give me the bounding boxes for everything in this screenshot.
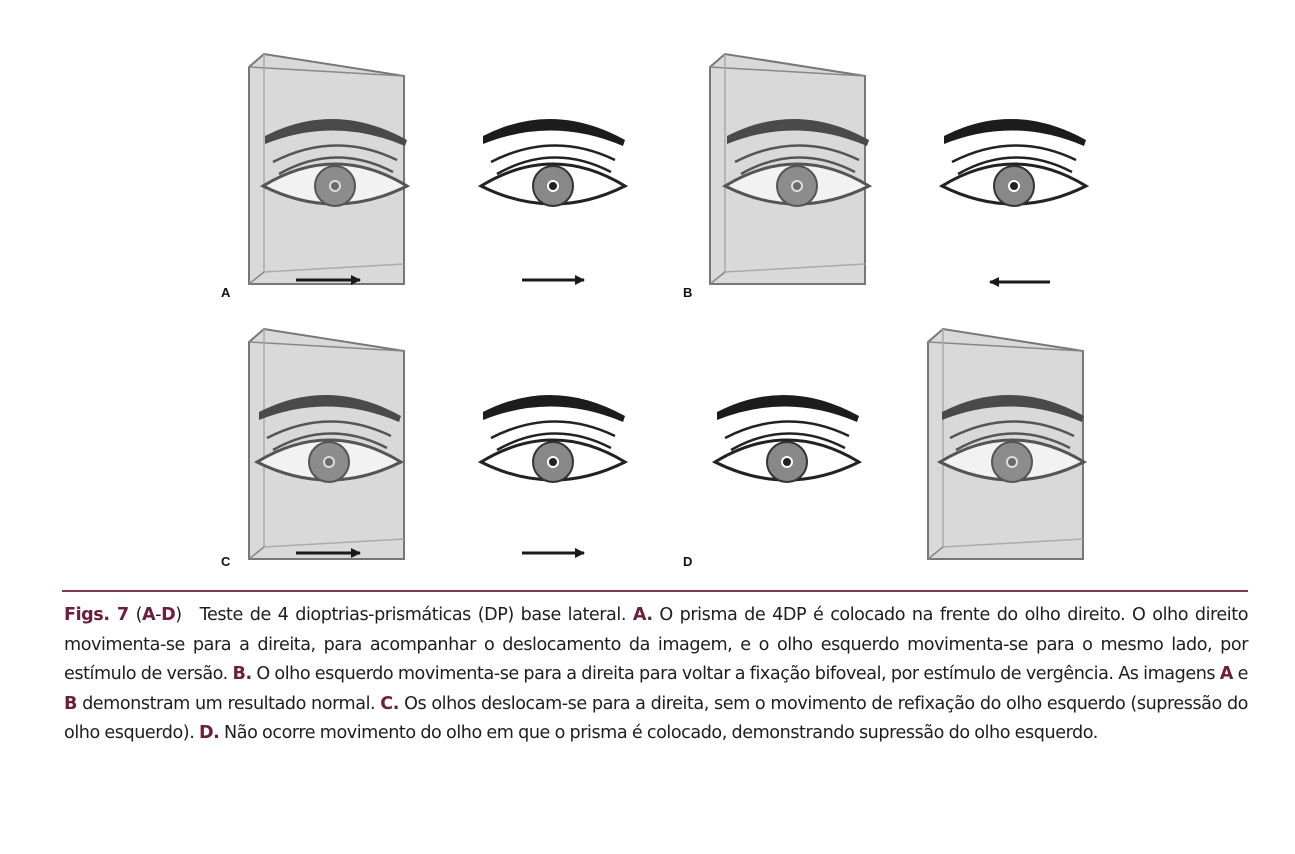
left-eye-icon <box>479 393 627 484</box>
caption-fig-prefix: Figs. 7 <box>64 605 129 625</box>
caption-b-label: B. <box>232 664 252 685</box>
caption-ab-b: B <box>64 693 77 714</box>
panel-label: C <box>221 554 231 569</box>
caption-ref-d: D <box>161 605 176 625</box>
caption-a-text: O prisma de 4DP é colocado na frente do … <box>64 605 1249 685</box>
panel-c: C <box>221 328 627 569</box>
caption-divider <box>62 590 1248 592</box>
caption-close-paren: ) <box>175 605 182 625</box>
caption-ab-e: e <box>1232 664 1249 685</box>
caption-c-label: C. <box>380 693 399 714</box>
caption-d-text: Não ocorre movimento do olho em que o pr… <box>219 723 1098 744</box>
panel-d: D <box>683 328 1086 569</box>
caption-a-label: A. <box>632 605 653 625</box>
caption-dash: - <box>155 605 162 625</box>
caption-title: Teste de 4 dioptrias-prismáticas (DP) ba… <box>199 605 633 625</box>
caption-b-text: O olho esquerdo movimenta-se para a dire… <box>251 664 1220 685</box>
caption-d-label: D. <box>199 723 220 744</box>
figure-caption: Figs. 7 (A-D)Teste de 4 dioptrias-prismá… <box>64 601 1248 749</box>
panel-label: A <box>221 285 231 300</box>
panel-label: B <box>683 285 692 300</box>
caption-ab-text: demonstram um resultado normal. <box>76 693 381 714</box>
figure-illustration: A B C D <box>221 53 1088 569</box>
caption-ref-a: A <box>142 605 156 625</box>
caption-ab-a: A <box>1219 664 1234 685</box>
panel-a: A <box>221 53 627 300</box>
right-eye-icon <box>713 393 861 484</box>
panel-b: B <box>683 53 1088 300</box>
left-eye-icon <box>479 117 627 208</box>
caption-open-paren: ( <box>128 605 143 625</box>
panel-label: D <box>683 554 692 569</box>
caption-c-text: Os olhos deslocam-se para a direita, sem… <box>64 693 1248 744</box>
left-eye-icon <box>940 117 1088 208</box>
